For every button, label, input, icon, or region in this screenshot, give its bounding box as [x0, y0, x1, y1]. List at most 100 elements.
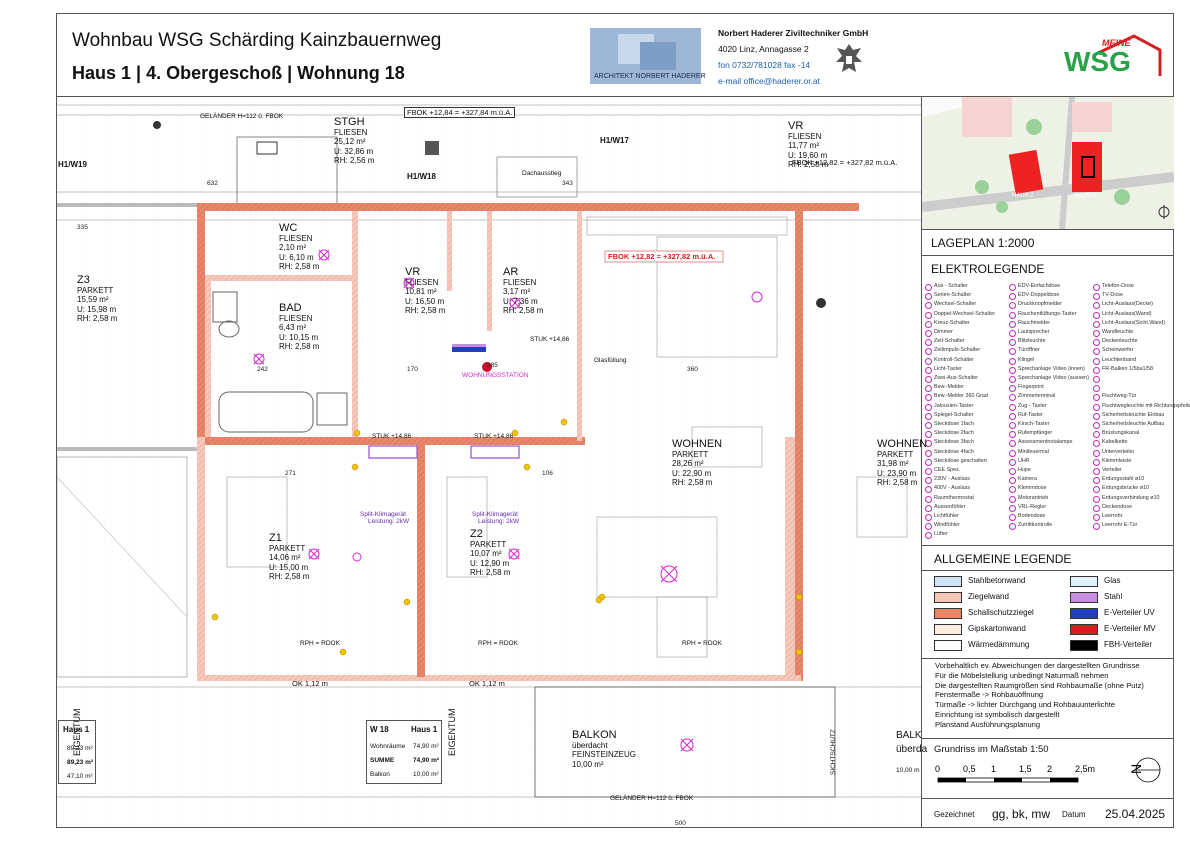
legend-label: Glas	[1104, 576, 1121, 585]
room-floor: PARKETT	[470, 539, 507, 549]
legend-symbol-icon	[1009, 412, 1016, 420]
elektro-legend-item: Leerrohr	[1102, 513, 1123, 519]
room-name: AR	[503, 266, 519, 278]
wsg-logo-top: MEINE	[1102, 38, 1131, 48]
room-rh: RH: 2,58 m	[503, 306, 544, 315]
room-u: U: 15,98 m	[77, 304, 117, 314]
room-area: FEINSTEINZEUG	[572, 750, 637, 759]
legend-symbol-icon	[925, 431, 932, 439]
elektro-legend-item: Sicherheitsleuchte Einbau	[1102, 411, 1165, 418]
gelaender-top-label: GELÄNDER H=112 ü. FBOK	[200, 113, 284, 120]
legend-symbol-icon	[1009, 302, 1016, 310]
ok-label-2: OK 1,12 m	[469, 679, 505, 688]
room-rh: RH: 2,58 m	[77, 314, 118, 323]
room-floor: FLIESEN	[788, 131, 822, 141]
split-unit-1-label: Split-Klimagerät	[360, 511, 406, 518]
legend-symbol-icon	[1093, 440, 1100, 448]
room-u: U: 6,10 m	[279, 252, 314, 262]
legend-symbol-icon	[925, 284, 932, 291]
legend-swatch	[1070, 576, 1098, 587]
legend-label: Wärmedämmung	[968, 640, 1030, 649]
legend-label: Gipskartonwand	[968, 624, 1026, 633]
site-label-haus2: HAUS 2	[1012, 193, 1034, 199]
site-label-haus1: HAUS 1	[1074, 193, 1096, 199]
site-plan-scale: LAGEPLAN 1:2000	[931, 236, 1035, 250]
elektro-legend-item: EDV-Einfachdose	[1018, 283, 1061, 289]
elektro-legend-item: Türöffner	[1018, 347, 1040, 354]
note-line: Vorbehaltlich ev. Abweichungen der darge…	[935, 661, 1140, 670]
stuk-label-2: STUK +14,86	[474, 433, 514, 440]
date-label: Datum	[1062, 810, 1086, 819]
elektro-legend-item: UHR	[1018, 457, 1030, 464]
room-rh: RH: 2,56 m	[334, 156, 375, 165]
elektro-legend-item: Zug - Taster	[1018, 402, 1047, 409]
legend-label: Stahl	[1104, 592, 1123, 601]
room-rh: RH: 2,58 m	[672, 478, 713, 487]
room-u: 10,00 m²	[572, 759, 604, 769]
elektro-legend-item: 230V - Auslass	[934, 476, 970, 483]
note-line: Planstand Ausführungsplanung	[935, 719, 1041, 729]
room-floor: überdacht	[572, 740, 608, 750]
scale-title: Grundriss im Maßstab 1:50	[934, 744, 1049, 755]
legend-symbol-icon	[925, 366, 932, 374]
room-u: U: 12,90 m	[470, 558, 510, 568]
room-u: U: 19,60 m	[788, 150, 828, 160]
north-arrow-icon: N	[1128, 757, 1161, 783]
elektro-legend-item: Telefon-Dose	[1102, 283, 1134, 289]
ok-label-1: OK 1,12 m	[292, 679, 328, 688]
area-table-left-title: Haus 1	[63, 725, 90, 734]
legend-symbol-icon	[1093, 468, 1100, 475]
elektro-legend-item: Lichtfühler	[934, 513, 959, 519]
room-rh: RH: 2,58 m	[788, 160, 829, 169]
room-area: 10,07 m²	[470, 549, 502, 558]
elektro-legend-item: Fluchtweg-Tür	[1102, 393, 1137, 400]
legend-swatch	[934, 576, 962, 587]
legend-symbol-icon	[925, 504, 932, 512]
room-u: U: 32,86 m	[334, 146, 374, 156]
elektro-legend-item: Zeitimpuls-Schalter	[934, 347, 981, 354]
elektro-legend-item: Druckknopfmelder	[1018, 301, 1062, 308]
legend-symbol-icon	[1009, 449, 1016, 457]
elektro-legend-item: Licht-Auslass(Wand)	[1102, 310, 1152, 317]
room-name: VR	[788, 120, 804, 132]
elektro-legend-item: Erdungsbrücke ø10	[1102, 485, 1150, 492]
room-rh: RH: 2,58 m	[269, 572, 310, 581]
area-table-left-row: 89,23 m²	[67, 745, 93, 752]
elektro-legend-item: Bew.-Melder 360 Grad	[934, 393, 988, 400]
area-table: W 18 Haus 1 Wohnräume 74,90 m² SUMME 74,…	[366, 720, 442, 784]
legend-symbol-icon	[1093, 394, 1100, 402]
legend-swatch	[1070, 624, 1098, 635]
elektro-legend-item: Zutrittkontrolle	[1018, 522, 1053, 529]
architect-email: e-mail office@haderer.or.at	[718, 76, 821, 86]
elektro-legend-item: Doppel-Wechsel-Schalter	[934, 310, 996, 317]
legend-symbol-icon	[925, 477, 932, 485]
legend-symbol-icon	[1093, 293, 1100, 301]
room-area: 14,06 m²	[269, 553, 301, 562]
room-floor: FLIESEN	[503, 277, 537, 287]
svg-text:170: 170	[407, 366, 418, 373]
elektro-legend-item: Steckdose 4fach	[934, 448, 974, 455]
elektro-legend-item: Rauchentlüftungs-Taster	[1018, 310, 1077, 317]
note-line: Die dargestellten Raumgrößen sind Rohbau…	[935, 680, 1144, 690]
room-name: BALKON	[572, 729, 617, 741]
note-line: Für die Möbelstellung unbedingt Naturmaß…	[935, 670, 1109, 680]
wsg-logo-main: WSG	[1064, 46, 1131, 77]
window-label-h1w19: H1/W19	[58, 160, 87, 169]
elektro-legend-item: VRL-Regler	[1018, 503, 1047, 510]
elektro-legend-item: Fluchtwegleuchte mit Richtungspfeile	[1102, 402, 1190, 409]
scale-tick-label: 0	[935, 764, 940, 774]
elektro-legend-item: Sprechanlage Video (innen)	[1018, 365, 1085, 372]
elektro-legend-item: Erdungsstahl ø10	[1102, 476, 1145, 483]
legend-swatch	[934, 640, 962, 651]
legend-symbol-icon	[1093, 477, 1100, 485]
room-floor: FLIESEN	[334, 127, 368, 137]
room-u: U: 23,90 m	[877, 468, 917, 478]
elektro-legend-item: Serien-Schalter	[934, 292, 972, 299]
legend-symbol-icon	[925, 311, 932, 319]
area-table-left: Haus 1 89,23 m² 89,23 m² 47,10 m²	[58, 720, 96, 784]
